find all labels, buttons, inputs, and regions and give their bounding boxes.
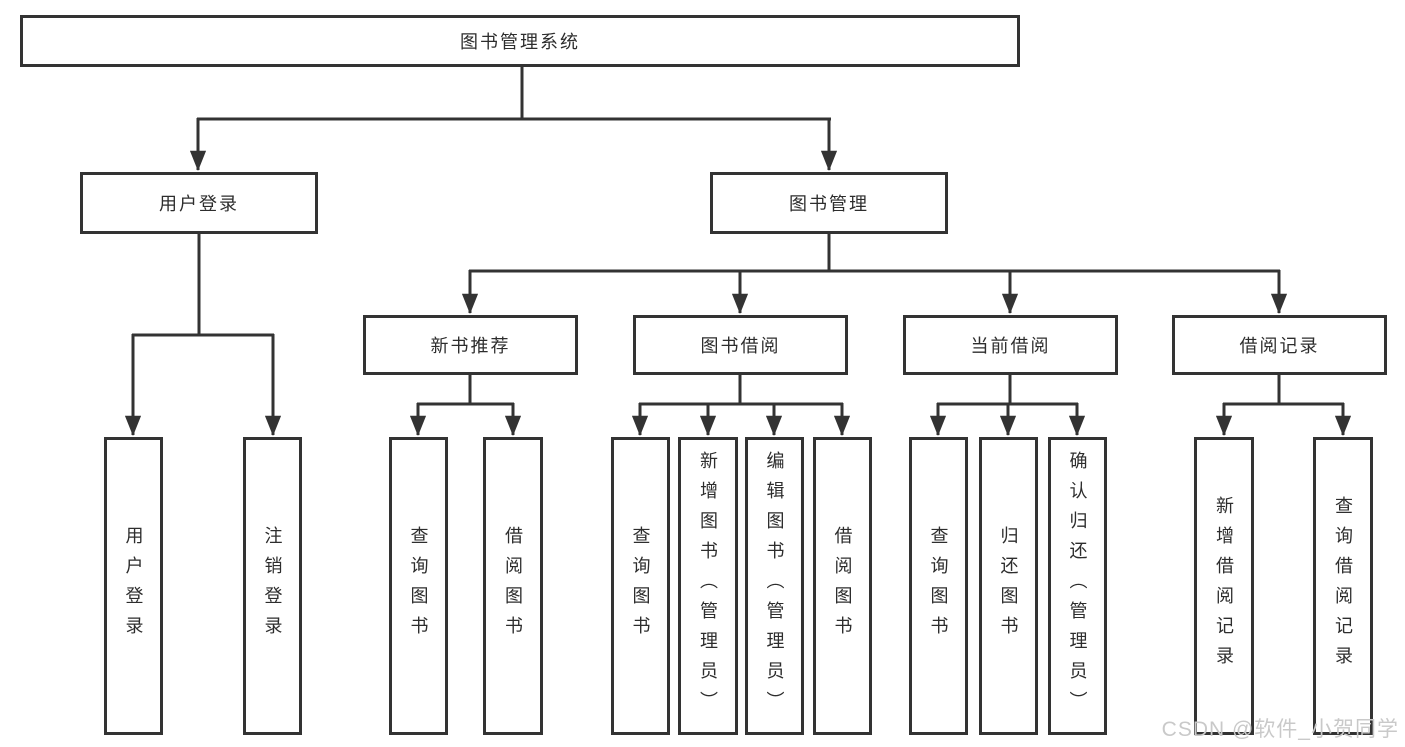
- leaf-borrow-books-recommend: 借阅图书: [483, 437, 543, 735]
- leaf-user-login-label: 用户登录: [123, 526, 144, 646]
- leaf-confirm-return-admin: 确认归还（管理员）: [1048, 437, 1107, 735]
- leaf-add-borrow-record-label: 新增借阅记录: [1214, 496, 1234, 676]
- node-new-book-recommend: 新书推荐: [363, 315, 578, 375]
- node-borrow-records-label: 借阅记录: [1239, 336, 1320, 356]
- csdn-watermark: CSDN @软件_小贺同学: [1161, 718, 1399, 741]
- leaf-add-book-admin-label: 新增图书（管理员）: [698, 451, 718, 721]
- leaf-borrow-book-label: 借阅图书: [832, 526, 853, 646]
- node-current-borrow-label: 当前借阅: [970, 336, 1051, 356]
- leaf-edit-book-admin: 编辑图书（管理员）: [745, 437, 804, 735]
- leaf-query-books-recommend-label: 查询图书: [408, 526, 429, 646]
- leaf-confirm-return-admin-label: 确认归还（管理员）: [1067, 451, 1088, 721]
- node-borrow-records: 借阅记录: [1172, 315, 1387, 375]
- leaf-logout: 注销登录: [243, 437, 302, 735]
- leaf-borrow-books-recommend-label: 借阅图书: [503, 526, 523, 646]
- wire-borrow-records-children: [1215, 375, 1352, 437]
- wire-current-borrow-children: [929, 375, 1086, 437]
- leaf-query-borrow-record-label: 查询借阅记录: [1333, 496, 1353, 676]
- leaf-add-borrow-record: 新增借阅记录: [1194, 437, 1254, 735]
- leaf-borrow-book: 借阅图书: [813, 437, 872, 735]
- wire-new-book-recommend-children: [409, 375, 522, 437]
- node-book-management-label: 图书管理: [789, 194, 869, 214]
- node-book-borrow-label: 图书借阅: [700, 336, 781, 356]
- node-book-management: 图书管理: [710, 172, 948, 234]
- leaf-add-book-admin: 新增图书（管理员）: [678, 437, 738, 735]
- leaf-return-book: 归还图书: [979, 437, 1038, 735]
- leaf-query-books-current: 查询图书: [909, 437, 968, 735]
- node-root: 图书管理系统: [20, 15, 1020, 67]
- node-current-borrow: 当前借阅: [903, 315, 1118, 375]
- node-book-borrow: 图书借阅: [633, 315, 848, 375]
- leaf-query-books-current-label: 查询图书: [928, 526, 949, 646]
- leaf-return-book-label: 归还图书: [998, 526, 1019, 646]
- leaf-logout-label: 注销登录: [262, 526, 283, 646]
- wire-book-borrow-children: [631, 375, 851, 437]
- node-root-label: 图书管理系统: [460, 32, 580, 52]
- leaf-user-login: 用户登录: [104, 437, 163, 735]
- leaf-query-books-borrow: 查询图书: [611, 437, 670, 735]
- node-user-login: 用户登录: [80, 172, 318, 234]
- wire-root-to-level2: [189, 67, 838, 172]
- wire-book-management-children: [461, 234, 1288, 315]
- node-new-book-recommend-label: 新书推荐: [430, 336, 511, 356]
- leaf-query-borrow-record: 查询借阅记录: [1313, 437, 1373, 735]
- wire-user-login-children: [124, 234, 282, 437]
- leaf-query-books-recommend: 查询图书: [389, 437, 448, 735]
- leaf-edit-book-admin-label: 编辑图书（管理员）: [764, 451, 785, 721]
- leaf-query-books-borrow-label: 查询图书: [630, 526, 651, 646]
- node-user-login-label: 用户登录: [159, 194, 239, 214]
